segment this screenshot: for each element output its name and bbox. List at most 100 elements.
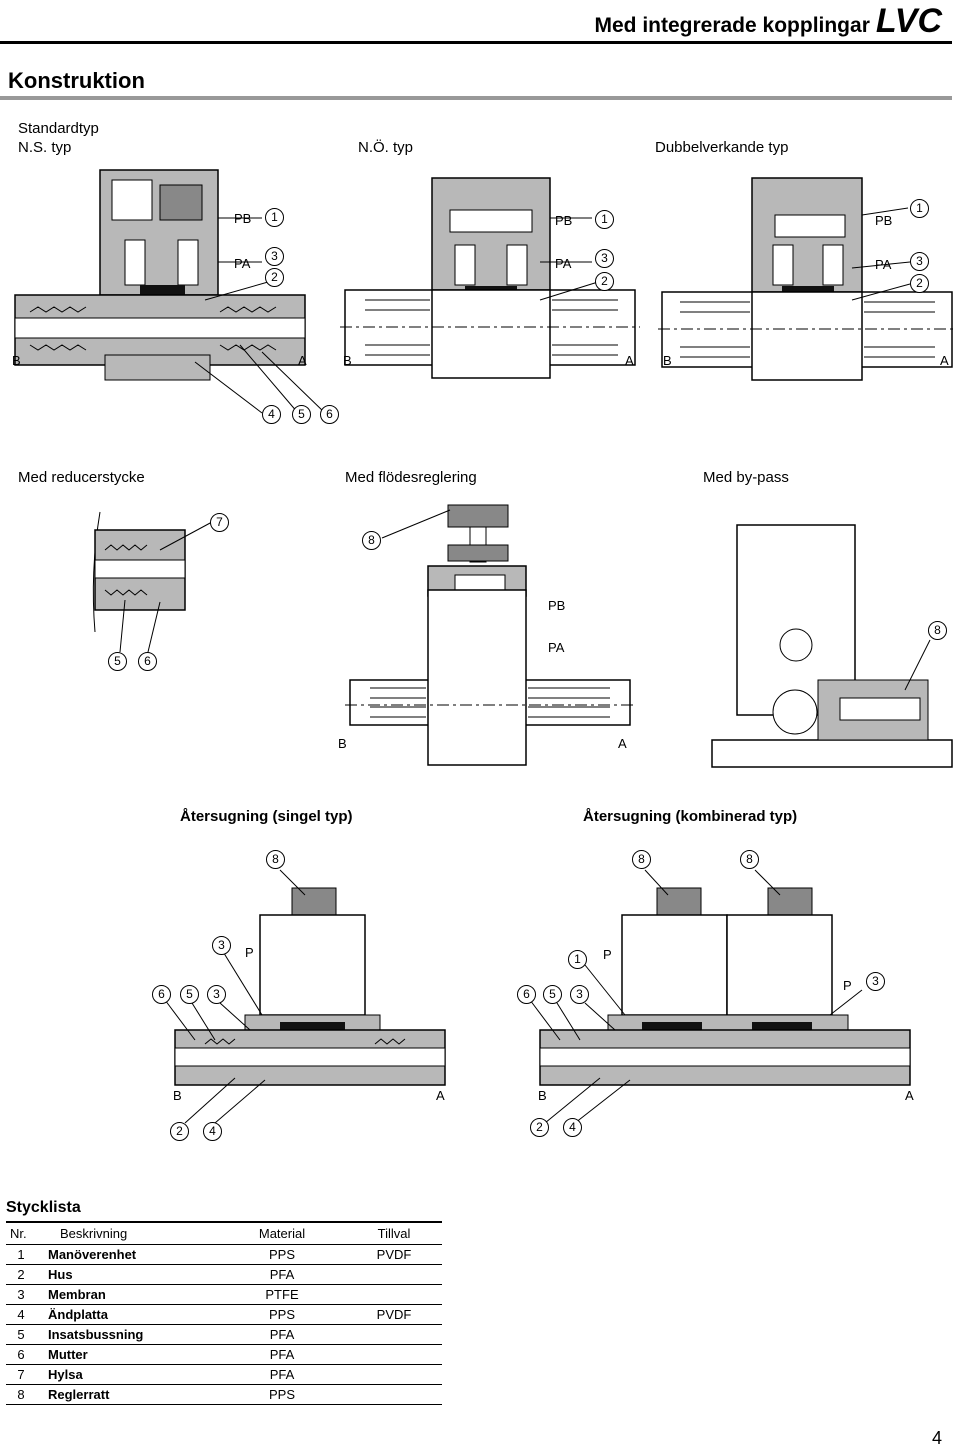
cell-nr: 1 [6, 1244, 36, 1265]
callout-6: 6 [320, 405, 339, 424]
drawing-no-type [340, 177, 640, 379]
port-b: B [663, 353, 672, 368]
port-pa: PA [555, 256, 572, 271]
cell-description: Ändplatta [36, 1304, 218, 1325]
label-double-acting: Dubbelverkande typ [655, 139, 789, 156]
cell-description: Manöverenhet [36, 1244, 218, 1265]
port-p: P [603, 947, 612, 962]
cell-material: PPS [218, 1304, 347, 1325]
callout-1: 1 [265, 208, 284, 227]
callout-5: 5 [543, 985, 562, 1004]
callout-3: 3 [570, 985, 589, 1004]
section-rule [0, 96, 952, 100]
callout-8: 8 [362, 531, 381, 550]
cell-material: PFA [218, 1324, 347, 1345]
port-a: A [905, 1088, 914, 1103]
port-b: B [538, 1088, 547, 1103]
label-bypass: Med by-pass [703, 469, 789, 486]
port-pa: PA [875, 257, 892, 272]
callout-7: 7 [210, 513, 229, 532]
cell-nr: 4 [6, 1304, 36, 1325]
port-pb: PB [548, 598, 566, 613]
callout-3: 3 [866, 972, 885, 991]
table-row: 1 Manöverenhet PPS PVDF [6, 1244, 442, 1265]
port-a: A [436, 1088, 445, 1103]
cell-nr: 8 [6, 1384, 36, 1405]
cell-description: Membran [36, 1284, 218, 1305]
drawing-standard-ns [14, 169, 326, 414]
callout-3: 3 [207, 985, 226, 1004]
callout-8: 8 [632, 850, 651, 869]
callout-1: 1 [595, 210, 614, 229]
port-p: P [843, 978, 852, 993]
port-b: B [338, 736, 347, 751]
callout-1: 1 [910, 199, 929, 218]
callout-2: 2 [910, 274, 929, 293]
callout-3: 3 [212, 936, 231, 955]
port-pa: PA [234, 256, 251, 271]
port-b: B [343, 353, 352, 368]
callout-2: 2 [595, 272, 614, 291]
cell-nr: 7 [6, 1364, 36, 1385]
cell-nr: 2 [6, 1264, 36, 1285]
label-reducer: Med reducerstycke [18, 469, 145, 486]
valve-drawings [14, 169, 956, 1124]
callout-6: 6 [517, 985, 536, 1004]
table-row: 4 Ändplatta PPS PVDF [6, 1304, 442, 1325]
callout-3: 3 [595, 249, 614, 268]
callout-4: 4 [262, 405, 281, 424]
port-a: A [940, 353, 949, 368]
parts-table-header: Nr. Beskrivning Material Tillval [6, 1221, 442, 1245]
callout-6: 6 [138, 652, 157, 671]
label-suckback-single: Återsugning (singel typ) [180, 808, 353, 825]
cell-material: PTFE [218, 1284, 347, 1305]
cell-description: Hus [36, 1264, 218, 1285]
callout-8: 8 [266, 850, 285, 869]
port-pb: PB [234, 211, 252, 226]
table-row: 5 Insatsbussning PFA [6, 1324, 442, 1345]
table-row: 6 Mutter PFA [6, 1344, 442, 1365]
callout-3: 3 [265, 247, 284, 266]
parts-list-title: Stycklista [6, 1199, 81, 1216]
cell-option [346, 1364, 442, 1385]
cell-option [346, 1284, 442, 1305]
port-b: B [173, 1088, 182, 1103]
header-title: Med integrerade kopplingar [594, 14, 870, 37]
port-pb: PB [875, 213, 893, 228]
cell-material: PFA [218, 1364, 347, 1385]
callout-8: 8 [928, 621, 947, 640]
port-a: A [625, 353, 634, 368]
callout-8: 8 [740, 850, 759, 869]
drawing-suckback-single [164, 869, 446, 1124]
cell-description: Mutter [36, 1344, 218, 1365]
callout-4: 4 [203, 1122, 222, 1141]
brand-name: LVC [875, 2, 942, 40]
cell-option: PVDF [346, 1304, 442, 1325]
callout-5: 5 [292, 405, 311, 424]
callout-2: 2 [530, 1118, 549, 1137]
drawing-bypass [711, 524, 953, 768]
cell-nr: 6 [6, 1344, 36, 1365]
label-flow-control: Med flödesreglering [345, 469, 477, 486]
callout-2: 2 [170, 1122, 189, 1141]
header-option: Tillval [346, 1221, 442, 1245]
cell-description: Insatsbussning [36, 1324, 218, 1345]
parts-table: Nr. Beskrivning Material Tillval 1 Manöv… [6, 1221, 442, 1405]
cell-material: PFA [218, 1344, 347, 1365]
port-a: A [618, 736, 627, 751]
cell-material: PPS [218, 1244, 347, 1265]
callout-3: 3 [910, 252, 929, 271]
drawing-flow-control [345, 504, 636, 766]
callout-2: 2 [265, 268, 284, 287]
cell-description: Reglerratt [36, 1384, 218, 1405]
header-description: Beskrivning [36, 1221, 218, 1245]
callout-6: 6 [152, 985, 171, 1004]
cell-description: Hylsa [36, 1364, 218, 1385]
drawing-reducer [92, 511, 213, 653]
header-material: Material [218, 1221, 347, 1245]
cell-nr: 3 [6, 1284, 36, 1305]
callout-5: 5 [180, 985, 199, 1004]
label-ns-type: N.S. typ [18, 139, 72, 156]
section-title: Konstruktion [8, 68, 145, 93]
port-b: B [12, 353, 21, 368]
